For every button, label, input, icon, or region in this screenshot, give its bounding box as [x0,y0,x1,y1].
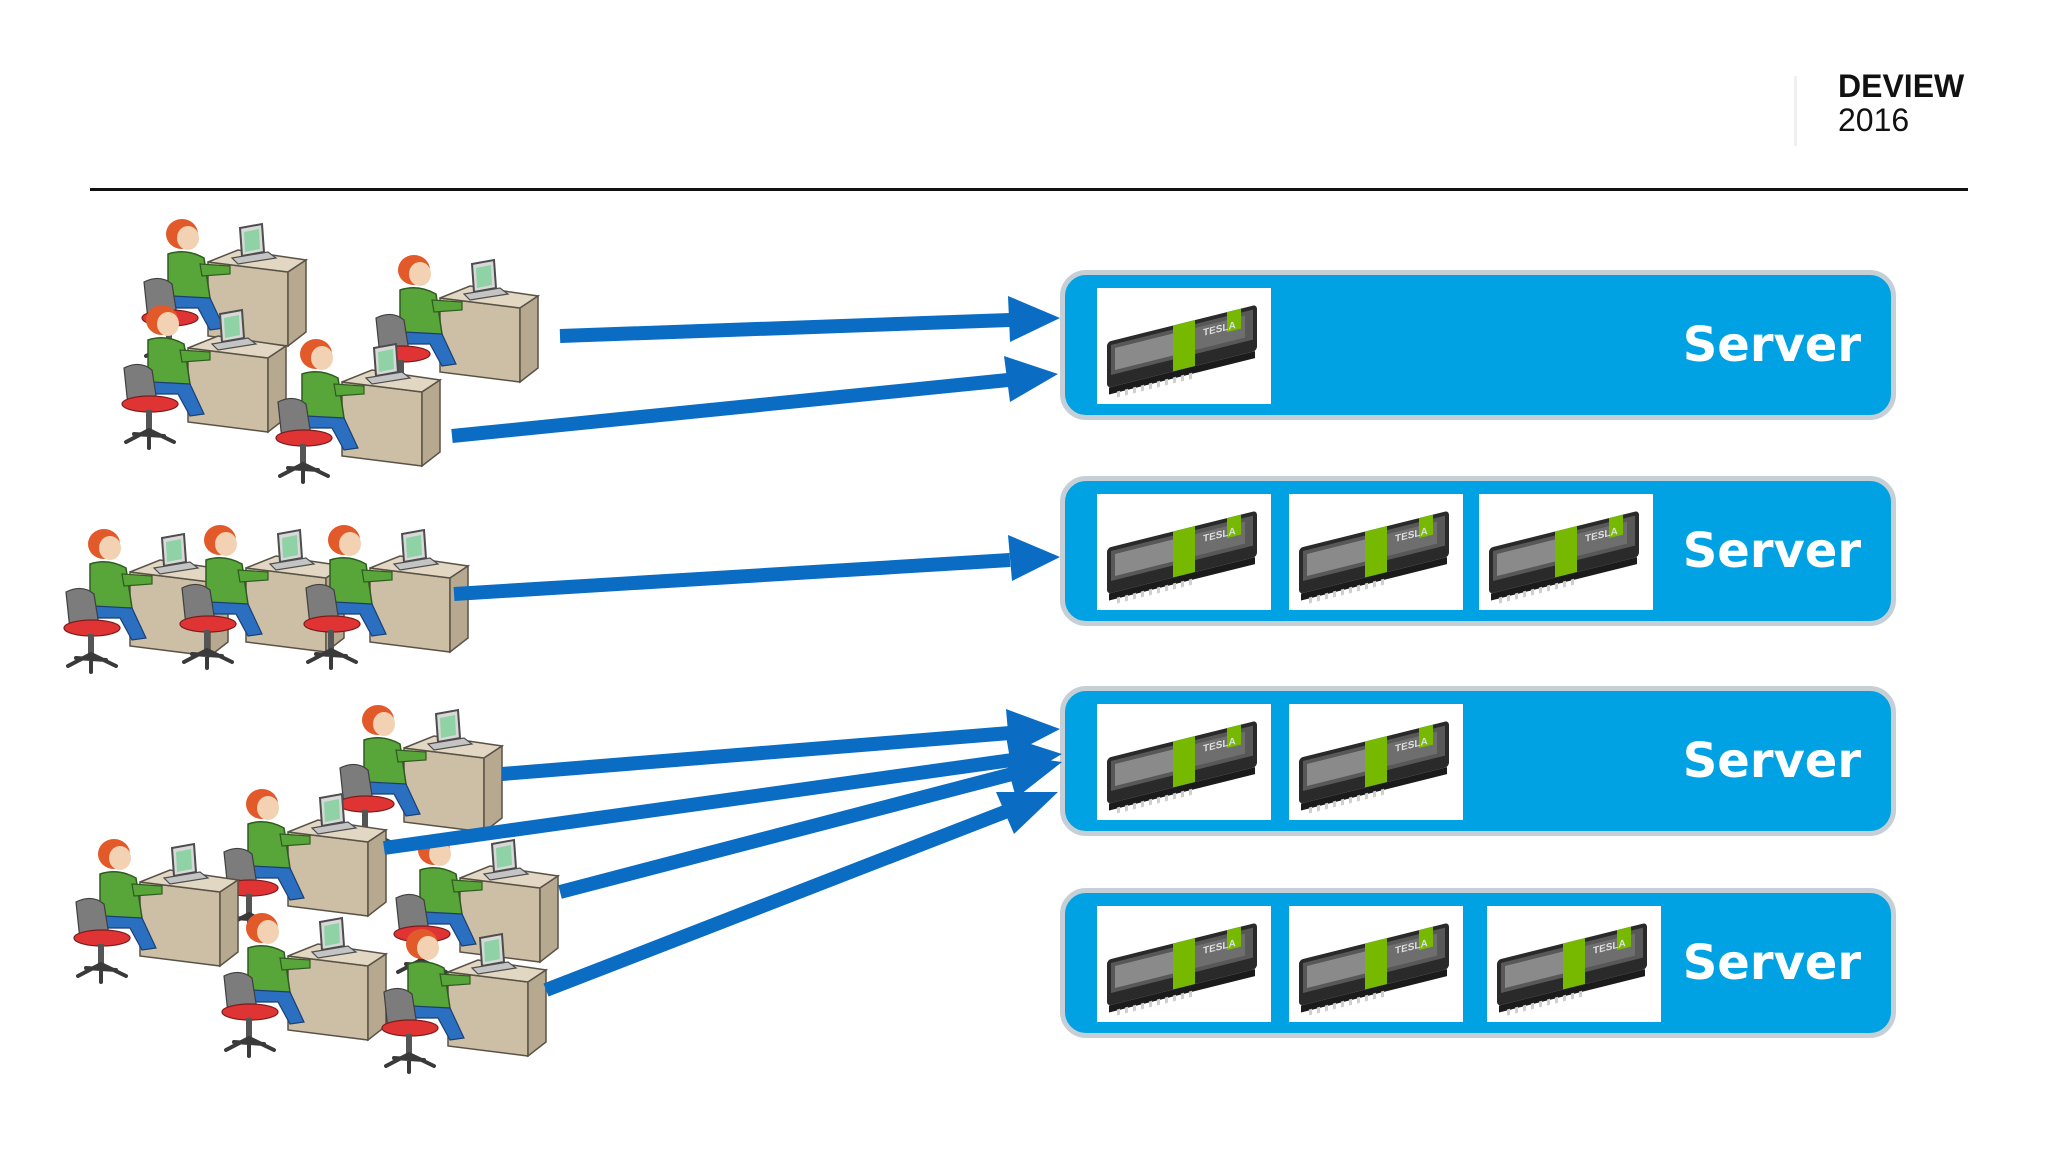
server-label: Server [1682,935,1861,991]
server-box-2: TESLA TESLA [1060,476,1896,626]
arrow-group2 [453,553,1011,601]
arrow-group3-c [558,767,1014,899]
user-at-computer-icon [118,296,288,456]
arrowhead [996,792,1058,834]
deview-logo: DEVIEW 2016 [1794,68,1965,146]
user-at-computer-icon [334,696,504,856]
arrowhead [1008,535,1060,581]
logo-ghost-mark [1794,76,1841,146]
gpu-card-icon: TESLA [1479,494,1653,610]
server-box-4: TESLA TESLA [1060,888,1896,1038]
server-label: Server [1682,317,1861,373]
gpu-card-icon: TESLA [1289,704,1463,820]
arrowhead [1004,754,1062,798]
logo-year: 2016 [1838,102,1910,138]
gpu-card-icon: TESLA [1097,288,1271,404]
gpu-card-icon: TESLA [1097,494,1271,610]
gpu-card-icon: TESLA [1097,704,1271,820]
arrow-group3-a [501,726,1011,781]
server-box-1: TESLA Server [1060,270,1896,420]
gpu-card-icon: TESLA [1289,906,1463,1022]
user-at-computer-icon [272,330,442,490]
gpu-card-icon: TESLA [1097,906,1271,1022]
server-label: Server [1682,733,1861,789]
arrow-group1-b [451,373,1009,443]
server-box-3: TESLA TESLA Server [1060,686,1896,836]
user-at-computer-icon [70,830,240,990]
arrowhead [1004,356,1058,402]
logo-word: DEVIEW [1838,68,1965,104]
arrow-group1-a [559,313,1011,343]
user-at-computer-icon [378,920,548,1080]
user-at-computer-icon [218,904,388,1064]
server-label: Server [1682,523,1861,579]
gpu-card-icon: TESLA [1289,494,1463,610]
gpu-card-icon: TESLA [1487,906,1661,1022]
user-at-computer-icon [218,780,388,940]
arrow-group3-d [543,803,1013,997]
user-at-computer-icon [300,516,470,676]
header-divider [90,188,1968,191]
arrow-group3-b [383,753,1013,855]
arrowhead [1008,296,1060,342]
